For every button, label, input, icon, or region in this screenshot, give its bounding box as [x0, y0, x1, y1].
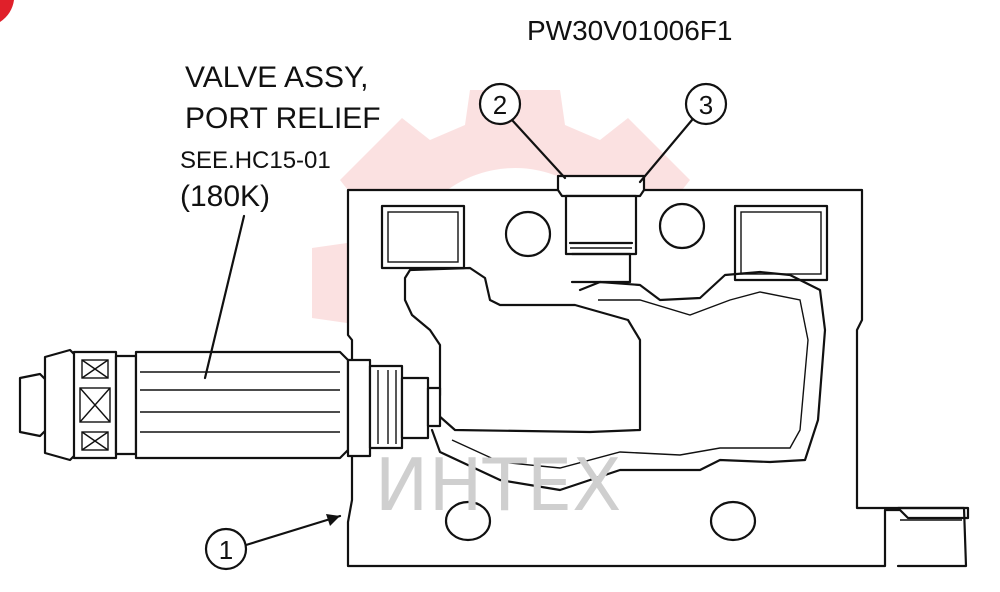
svg-text:3: 3	[699, 90, 713, 120]
hex-nut-marks	[79, 359, 111, 451]
valve-label-line2: PORT RELIEF	[185, 102, 381, 135]
valve-body	[346, 188, 970, 568]
corner-mark	[0, 0, 14, 22]
valve-label-line4: (180K)	[180, 180, 270, 213]
watermark-text: ИНТЕХ	[375, 443, 622, 527]
svg-text:2: 2	[493, 90, 507, 120]
callout-2: 2	[478, 82, 567, 180]
valve-label-leader	[203, 214, 246, 380]
relief-valve-cartridge	[18, 348, 442, 462]
drawing-code: PW30V01006F1	[527, 15, 732, 46]
plug-assembly	[556, 174, 646, 284]
callout-1: 1	[204, 514, 342, 571]
valve-label-line3: SEE.HC15-01	[180, 147, 331, 174]
callout-3: 3	[638, 82, 728, 184]
valve-label-line1: VALVE ASSY,	[185, 61, 368, 94]
svg-text:1: 1	[219, 535, 233, 565]
